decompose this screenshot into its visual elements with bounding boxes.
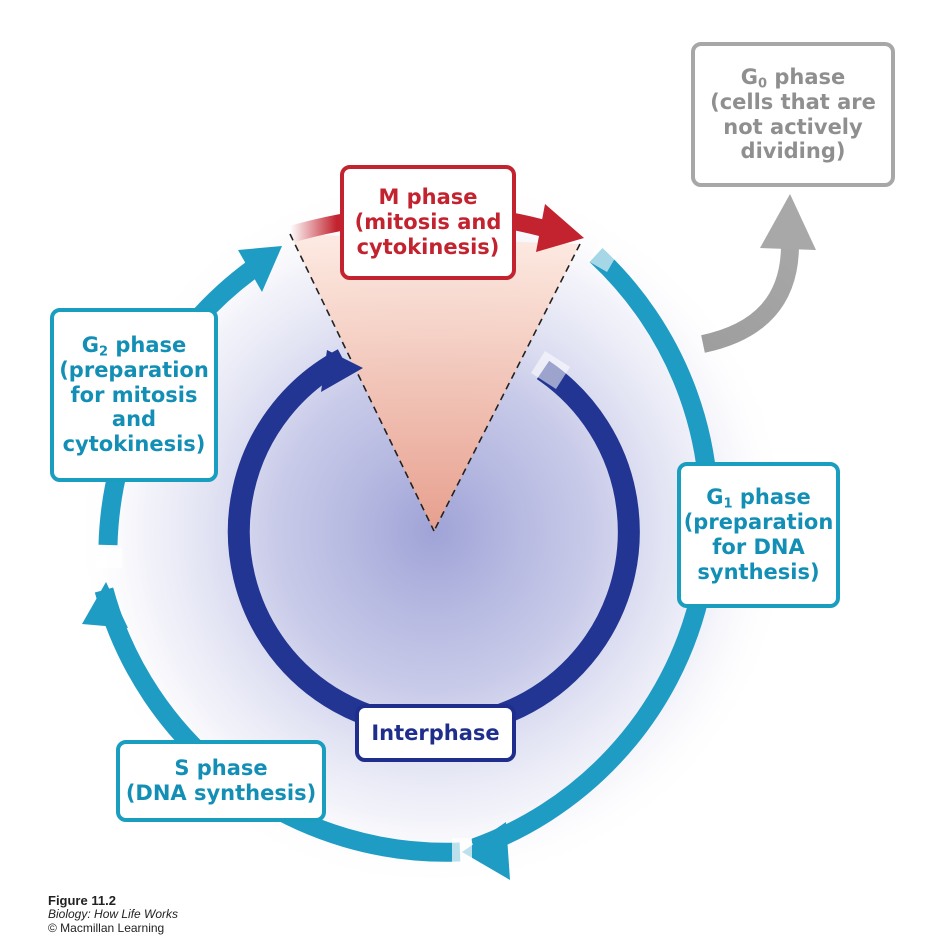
s-phase-label: S phase (DNA synthesis) bbox=[116, 740, 326, 822]
s-fade bbox=[452, 838, 472, 864]
g0-title-letter: G bbox=[740, 64, 758, 89]
g0-phase-line3: dividing) bbox=[740, 139, 846, 164]
g0-arrowhead bbox=[760, 194, 816, 250]
g0-phase-title: G0 phase bbox=[740, 64, 846, 92]
m-phase-label: M phase (mitosis and cytokinesis) bbox=[340, 165, 516, 280]
g1-phase-label: G1 phase (preparation for DNA synthesis) bbox=[677, 462, 840, 608]
g2-title-rest: phase bbox=[108, 333, 187, 358]
wedge-right-edge bbox=[433, 243, 581, 532]
m-phase-line2: cytokinesis) bbox=[356, 234, 500, 259]
s-arrowhead bbox=[82, 582, 128, 628]
m-phase-line1: (mitosis and bbox=[354, 210, 502, 235]
g0-phase-line2: not actively bbox=[723, 114, 863, 139]
m-phase-title: M phase bbox=[378, 185, 478, 210]
g2-title-letter: G bbox=[81, 333, 99, 358]
interphase-fade bbox=[530, 351, 571, 389]
interphase-arrowhead bbox=[321, 350, 363, 392]
g2-title-subscript: 2 bbox=[98, 344, 109, 360]
g1-arrowhead bbox=[462, 822, 510, 880]
g2-phase-label: G2 phase (preparation for mitosis and cy… bbox=[50, 308, 218, 482]
interphase-title: Interphase bbox=[371, 720, 500, 745]
g2-phase-line2: for mitosis bbox=[70, 382, 198, 407]
g0-phase-label: G0 phase (cells that are not actively di… bbox=[691, 42, 895, 187]
g1-phase-line1: (preparation bbox=[683, 510, 834, 535]
g0-title-subscript: 0 bbox=[757, 76, 768, 92]
g1-title-rest: phase bbox=[732, 485, 811, 510]
g2-fade bbox=[96, 548, 122, 568]
s-phase-line1: (DNA synthesis) bbox=[125, 781, 317, 805]
g2-arrowhead bbox=[238, 246, 282, 292]
g1-fade bbox=[587, 241, 619, 273]
m-phase-wedge bbox=[290, 234, 580, 531]
g0-phase-line1: (cells that are bbox=[710, 89, 876, 114]
s-phase-title: S phase bbox=[174, 756, 268, 781]
g2-phase-line4: cytokinesis) bbox=[62, 432, 206, 457]
g0-arrow-shaft bbox=[701, 244, 799, 353]
figure-number: Figure 11.2 bbox=[48, 893, 116, 908]
g1-title-subscript: 1 bbox=[723, 497, 733, 513]
g1-phase-line3: synthesis) bbox=[697, 559, 820, 584]
book-title: Biology: How Life Works bbox=[48, 907, 179, 922]
g0-title-rest: phase bbox=[767, 64, 846, 89]
g2-phase-title: G2 phase bbox=[81, 333, 187, 360]
interphase-label: Interphase bbox=[355, 704, 516, 762]
figure-credit: Figure 11.2 Biology: How Life Works © Ma… bbox=[48, 893, 178, 936]
g1-phase-line2: for DNA bbox=[712, 535, 805, 559]
g1-phase-title: G1 phase bbox=[706, 485, 811, 513]
copyright: © Macmillan Learning bbox=[48, 920, 165, 935]
g2-phase-line3: and bbox=[111, 407, 157, 432]
g1-title-letter: G bbox=[706, 485, 724, 510]
g2-phase-line1: (preparation bbox=[59, 357, 209, 382]
m-phase-arrowhead bbox=[536, 204, 584, 252]
